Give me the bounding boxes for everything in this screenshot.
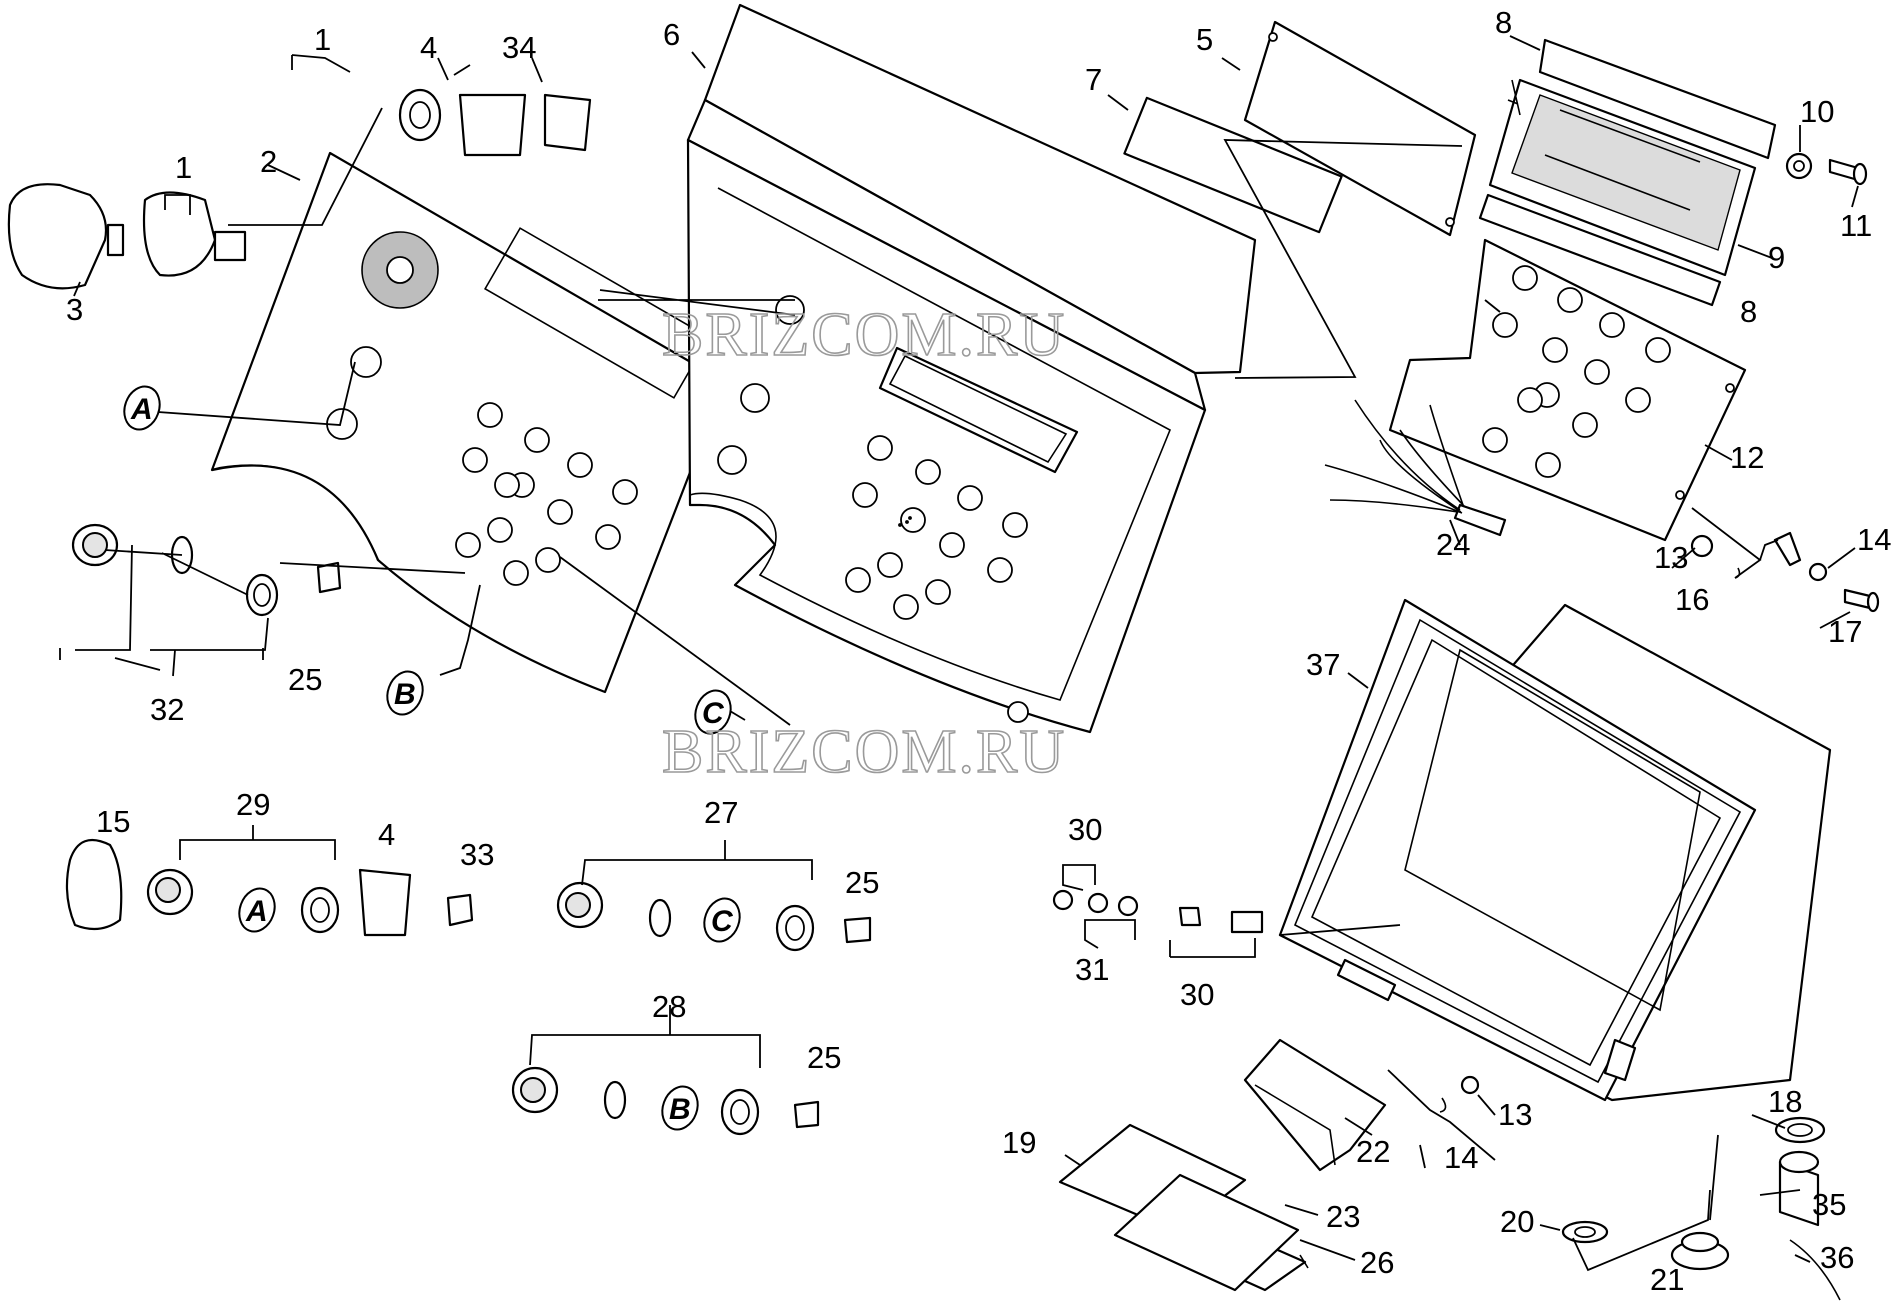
- badge-b-panel: B: [386, 670, 424, 716]
- callout-label: 30: [1180, 977, 1214, 1012]
- callout-label: 30: [1068, 812, 1102, 847]
- callout-label: 1: [175, 150, 192, 185]
- lower-mounting-hardware: [1439, 1075, 1480, 1113]
- callout-labels: 1 1 2 3 4 4 5 6 7 8 8 9 10 11 12 13 13 1…: [66, 5, 1891, 1297]
- svg-text:A: A: [245, 895, 268, 928]
- callout-label: 25: [288, 662, 322, 697]
- callout-label: 12: [1730, 440, 1764, 475]
- svg-text:B: B: [669, 1093, 691, 1126]
- badge-a-panel: A: [123, 385, 161, 431]
- callout-label: 6: [663, 17, 680, 52]
- callout-label: 5: [1196, 22, 1213, 57]
- callout-label: 27: [704, 795, 738, 830]
- callout-label: 4: [420, 30, 437, 65]
- vent-plug: [1561, 1220, 1730, 1271]
- enclosure-box: [1278, 598, 1832, 1102]
- front-panel-overlay: [210, 151, 727, 694]
- leader-lines: [59, 35, 1859, 1272]
- callout-label: 7: [1085, 62, 1102, 97]
- callout-label: 4: [378, 817, 395, 852]
- foot-bracket: [1243, 1038, 1387, 1172]
- letter-badges: A B C A C B: [123, 385, 741, 1131]
- cable-gland: [1774, 1116, 1841, 1301]
- callout-label: 9: [1768, 240, 1785, 275]
- callout-label: 31: [1075, 952, 1109, 987]
- callout-label: 26: [1360, 1245, 1394, 1280]
- callout-label: 10: [1800, 94, 1834, 129]
- push-button-assembly-29: [65, 838, 474, 937]
- svg-text:C: C: [711, 905, 734, 938]
- push-button-assembly-32: [71, 523, 342, 617]
- callout-label: 32: [150, 692, 184, 727]
- badge-c-panel: C: [694, 689, 732, 735]
- push-button-assembly-28: [511, 1066, 820, 1136]
- badge-a-assembly: A: [238, 887, 276, 933]
- display-module: [1478, 38, 1777, 307]
- callout-label: 3: [66, 292, 83, 327]
- cable-harness: [1324, 399, 1507, 537]
- display-bracket-plate: [1243, 20, 1477, 237]
- callout-label: 2: [260, 144, 277, 179]
- callout-label: 11: [1840, 208, 1872, 243]
- screw-11: [1828, 158, 1868, 186]
- callout-label: 8: [1740, 294, 1757, 329]
- callout-label: 8: [1495, 5, 1512, 40]
- callout-label: 13: [1498, 1097, 1532, 1132]
- callout-label: 23: [1326, 1199, 1360, 1234]
- callout-label: 33: [460, 837, 494, 872]
- callout-label: 35: [1812, 1187, 1846, 1222]
- callout-label: 22: [1356, 1134, 1390, 1169]
- callout-label: 18: [1768, 1084, 1802, 1119]
- callout-label: 37: [1306, 647, 1340, 682]
- watermark-top: BRIZCOM.RU: [662, 301, 1066, 369]
- watermark-middle: BRIZCOM.RU: [662, 718, 1066, 786]
- callout-label: 17: [1828, 614, 1862, 649]
- callout-label: 34: [502, 30, 536, 65]
- svg-text:C: C: [702, 697, 725, 730]
- callout-label: 28: [652, 989, 686, 1024]
- callout-label: 1: [314, 22, 331, 57]
- badge-b-assembly: B: [661, 1085, 699, 1131]
- display-window: [1123, 96, 1343, 234]
- svg-text:B: B: [394, 678, 416, 711]
- callout-label: 14: [1857, 522, 1891, 557]
- callout-label: 25: [807, 1040, 841, 1075]
- callout-label: 15: [96, 804, 130, 839]
- housing-front-cover: [686, 3, 1257, 734]
- keypad-circuit-plate: [1388, 238, 1747, 542]
- push-button-assembly-27: [556, 881, 872, 952]
- terminal-hardware: [1052, 889, 1264, 934]
- callout-label: 21: [1650, 1262, 1684, 1297]
- callout-label: 24: [1436, 527, 1470, 562]
- badge-c-assembly: C: [703, 897, 741, 943]
- callout-label: 25: [845, 865, 879, 900]
- callout-label: 14: [1444, 1140, 1478, 1175]
- rotary-knob-assembly: [7, 88, 592, 290]
- callout-label: 20: [1500, 1204, 1534, 1239]
- label-plate-26: [1113, 1173, 1300, 1292]
- callout-label: 16: [1675, 582, 1709, 617]
- washer-10: [1785, 152, 1813, 180]
- callout-label: 29: [236, 787, 270, 822]
- callout-label: 19: [1002, 1125, 1036, 1160]
- callout-label: 36: [1820, 1240, 1854, 1275]
- callout-label: 13: [1654, 540, 1688, 575]
- svg-text:A: A: [130, 393, 153, 426]
- upper-mounting-hardware: [1690, 531, 1880, 613]
